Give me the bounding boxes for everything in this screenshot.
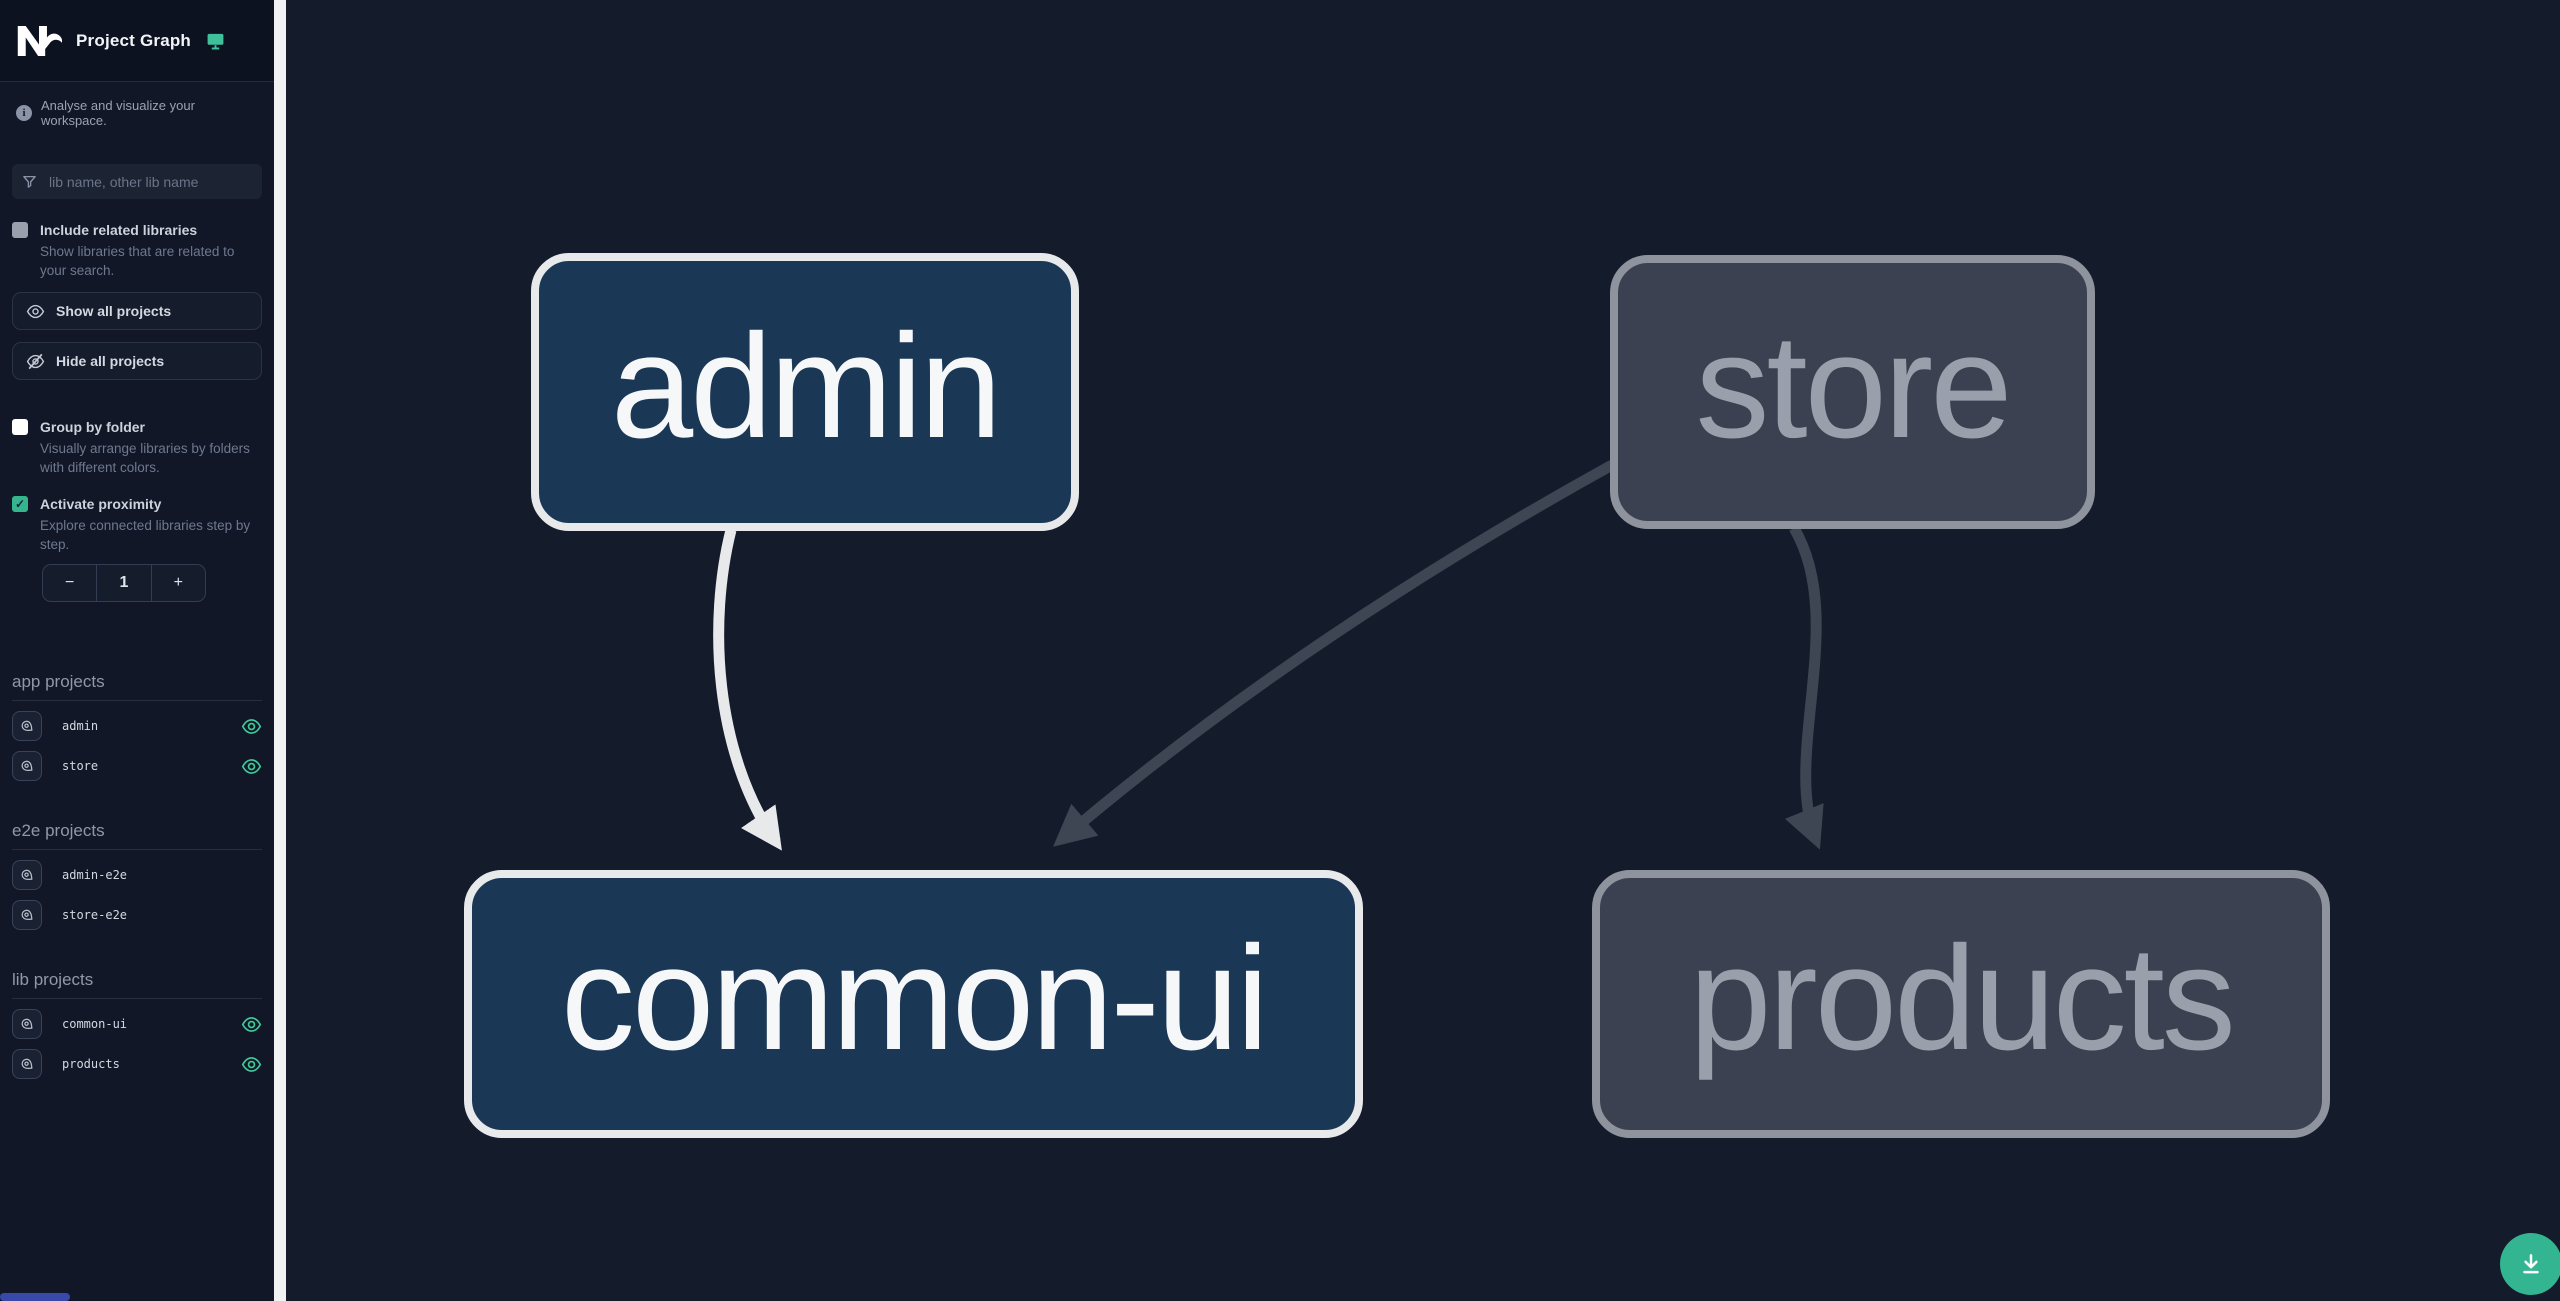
download-icon: [2518, 1251, 2544, 1277]
focus-project-button[interactable]: [12, 1049, 42, 1079]
toggle-visibility-eye-icon[interactable]: [240, 755, 262, 777]
tagline-text: Analyse and visualize your workspace.: [41, 98, 195, 128]
graph-node-store[interactable]: store: [1610, 255, 2095, 529]
node-label: products: [1689, 916, 2236, 1081]
node-label: common-ui: [561, 916, 1269, 1081]
activate-proximity-label: Activate proximity: [40, 496, 162, 512]
graph-edges: [713, 460, 1824, 851]
eye-off-icon: [26, 352, 45, 371]
node-label: store: [1695, 304, 2012, 469]
page-title: Project Graph: [76, 30, 192, 50]
project-row-common-ui: common-ui: [12, 1009, 262, 1039]
eye-placeholder: [240, 904, 262, 926]
section-header: lib projects: [12, 970, 262, 999]
project-name: store: [62, 759, 99, 773]
focus-project-button[interactable]: [12, 1009, 42, 1039]
project-row-admin: admin: [12, 711, 262, 741]
project-name: admin-e2e: [62, 868, 128, 882]
include-related-label: Include related libraries: [40, 222, 198, 238]
proximity-decrement-button[interactable]: −: [64, 574, 75, 591]
graph-node-products[interactable]: products: [1592, 870, 2330, 1138]
show-all-label: Show all projects: [56, 303, 172, 319]
monitor-icon[interactable]: [205, 31, 226, 51]
focus-project-button[interactable]: [12, 860, 42, 890]
node-label: admin: [610, 304, 1002, 469]
include-related-checkbox-row[interactable]: Include related libraries Show libraries…: [0, 221, 274, 280]
sidebar-scrollbar-track[interactable]: [274, 0, 286, 1301]
toggle-visibility-eye-icon[interactable]: [240, 1013, 262, 1035]
filter-icon: [22, 174, 37, 189]
project-row-products: products: [12, 1049, 262, 1079]
group-by-folder-checkbox[interactable]: [12, 419, 28, 435]
search-input[interactable]: [47, 172, 252, 191]
workspace-tagline: i Analyse and visualize your workspace.: [0, 82, 274, 128]
project-row-store: store: [12, 751, 262, 781]
group-by-folder-checkbox-row[interactable]: Group by folder Visually arrange librari…: [0, 418, 274, 477]
group-by-folder-description: Visually arrange libraries by folders wi…: [40, 441, 250, 475]
focus-project-button[interactable]: [12, 751, 42, 781]
activate-proximity-checkbox-row[interactable]: ✓ Activate proximity Explore connected l…: [0, 495, 274, 554]
focus-project-button[interactable]: [12, 711, 42, 741]
project-name: products: [62, 1057, 120, 1071]
toggle-visibility-eye-icon[interactable]: [240, 715, 262, 737]
activate-proximity-description: Explore connected libraries step by step…: [40, 518, 251, 552]
proximity-increment-button[interactable]: +: [173, 574, 183, 591]
horizontal-scrollbar-thumb[interactable]: [0, 1293, 70, 1301]
eye-placeholder: [240, 864, 262, 886]
project-name: common-ui: [62, 1017, 128, 1031]
section-header: app projects: [12, 672, 262, 701]
info-icon: i: [16, 105, 32, 121]
focus-project-button[interactable]: [12, 900, 42, 930]
eye-icon: [26, 302, 45, 321]
activate-proximity-checkbox[interactable]: ✓: [12, 496, 28, 512]
show-all-projects-button[interactable]: Show all projects: [12, 292, 262, 330]
include-related-checkbox[interactable]: [12, 222, 28, 238]
toggle-visibility-eye-icon[interactable]: [240, 1053, 262, 1075]
filter-box: [12, 164, 262, 199]
project-row-store-e2e: store-e2e: [12, 900, 262, 930]
edge-admin-to-common-ui: [713, 528, 782, 851]
include-related-description: Show libraries that are related to your …: [40, 244, 235, 278]
graph-canvas[interactable]: admin store common-ui products: [286, 0, 2560, 1301]
section-e2e-projects: e2e projects admin-e2e store-e2e: [0, 821, 274, 930]
project-row-admin-e2e: admin-e2e: [12, 860, 262, 890]
nx-logo: [16, 25, 62, 57]
graph-node-common-ui[interactable]: common-ui: [464, 870, 1363, 1138]
proximity-value: 1: [96, 565, 152, 601]
section-lib-projects: lib projects common-ui products: [0, 970, 274, 1079]
project-name: store-e2e: [62, 908, 128, 922]
edge-store-to-common-ui: [1053, 460, 1615, 847]
proximity-stepper: − 1 +: [42, 564, 206, 602]
project-name: admin: [62, 719, 99, 733]
download-image-button[interactable]: [2500, 1233, 2560, 1295]
section-app-projects: app projects admin store: [0, 672, 274, 781]
group-by-folder-label: Group by folder: [40, 419, 145, 435]
sidebar: Project Graph i Analyse and visualize yo…: [0, 0, 274, 1301]
sidebar-header: Project Graph: [0, 0, 274, 82]
hide-all-projects-button[interactable]: Hide all projects: [12, 342, 262, 380]
graph-node-admin[interactable]: admin: [531, 253, 1079, 531]
hide-all-label: Hide all projects: [56, 353, 165, 369]
section-header: e2e projects: [12, 821, 262, 850]
edge-store-to-products: [1784, 525, 1824, 850]
